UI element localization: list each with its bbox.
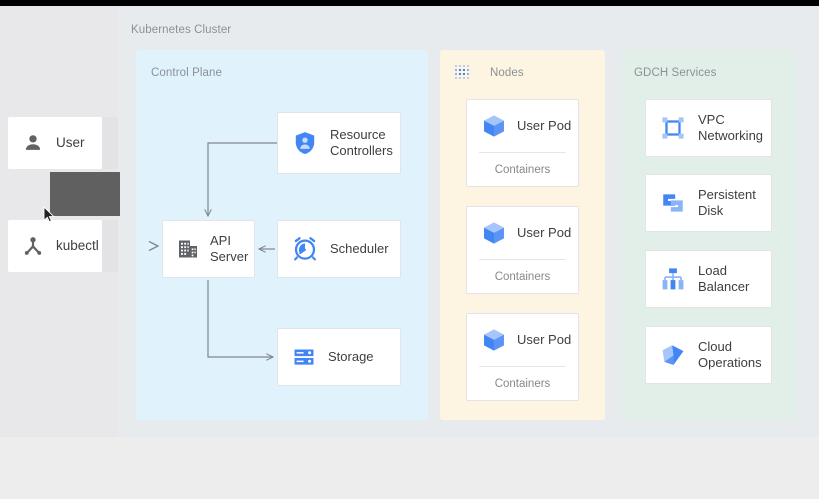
- node-user-pod[interactable]: User Pod Containers: [466, 206, 579, 294]
- node-storage-label: Storage: [328, 348, 374, 364]
- node-vpc-networking-label: VPC Networking: [698, 111, 764, 143]
- user-icon: [22, 132, 44, 154]
- user-pod-header: User Pod: [467, 207, 578, 259]
- node-scheduler-label: Scheduler: [330, 240, 389, 256]
- node-load-balancer[interactable]: Load Balancer: [645, 250, 772, 308]
- zone-nodes-title: Nodes: [490, 67, 524, 79]
- user-pod-label: User Pod: [517, 224, 572, 240]
- node-kubectl[interactable]: kubectl: [8, 220, 102, 272]
- node-user-label: User: [56, 134, 85, 150]
- cube-icon: [481, 327, 507, 353]
- server-rack-icon: [292, 345, 316, 369]
- user-pod-label: User Pod: [517, 117, 572, 133]
- load-balancer-icon: [660, 266, 686, 292]
- kubectl-icon: [22, 235, 44, 257]
- cube-icon: [481, 220, 507, 246]
- zone-gdch-services-title: GDCH Services: [634, 67, 717, 79]
- cloud-operations-icon: [660, 342, 686, 368]
- cluster-group-label: Kubernetes Cluster: [131, 24, 232, 36]
- node-storage[interactable]: Storage: [277, 328, 401, 386]
- user-pod-containers-label: Containers: [494, 378, 551, 390]
- node-persistent-disk-label: Persistent Disk: [698, 186, 756, 218]
- divider: [479, 366, 566, 367]
- node-api-server[interactable]: API Server: [162, 220, 255, 278]
- node-cloud-operations[interactable]: Cloud Operations: [645, 326, 772, 384]
- node-user[interactable]: User: [8, 117, 102, 169]
- user-pod-header: User Pod: [467, 100, 578, 152]
- user-card-shadow: [102, 117, 118, 169]
- vpc-network-icon: [660, 115, 686, 141]
- cube-icon: [481, 113, 507, 139]
- selection-overlay: [50, 172, 120, 216]
- user-pod-containers-label: Containers: [494, 164, 551, 176]
- top-black-bar: [0, 0, 819, 6]
- user-pod-containers-label: Containers: [494, 271, 551, 283]
- node-user-pod[interactable]: User Pod Containers: [466, 99, 579, 187]
- divider: [479, 152, 566, 153]
- user-pod-label: User Pod: [517, 331, 572, 347]
- diagram-canvas: Kubernetes Cluster Control Plane: [0, 6, 819, 437]
- node-user-pod[interactable]: User Pod Containers: [466, 313, 579, 401]
- mouse-cursor-icon: [43, 206, 55, 223]
- kubectl-card-shadow: [102, 220, 118, 272]
- node-kubectl-label: kubectl: [56, 237, 99, 253]
- node-resource-controllers[interactable]: Resource Controllers: [277, 112, 401, 174]
- dotted-grid-icon: [455, 65, 469, 79]
- node-scheduler[interactable]: Scheduler: [277, 220, 401, 278]
- node-vpc-networking[interactable]: VPC Networking: [645, 99, 772, 157]
- persistent-disk-icon: [660, 190, 686, 216]
- building-icon: [176, 237, 200, 261]
- shield-person-icon: [292, 130, 318, 156]
- divider: [479, 259, 566, 260]
- node-api-server-label: API Server: [210, 232, 249, 264]
- user-pod-header: User Pod: [467, 314, 578, 366]
- node-persistent-disk[interactable]: Persistent Disk: [645, 174, 772, 232]
- node-load-balancer-label: Load Balancer: [698, 262, 750, 294]
- alarm-clock-icon: [292, 236, 318, 262]
- node-cloud-operations-label: Cloud Operations: [698, 338, 762, 370]
- node-resource-controllers-label: Resource Controllers: [330, 126, 393, 158]
- zone-control-plane-title: Control Plane: [151, 67, 222, 79]
